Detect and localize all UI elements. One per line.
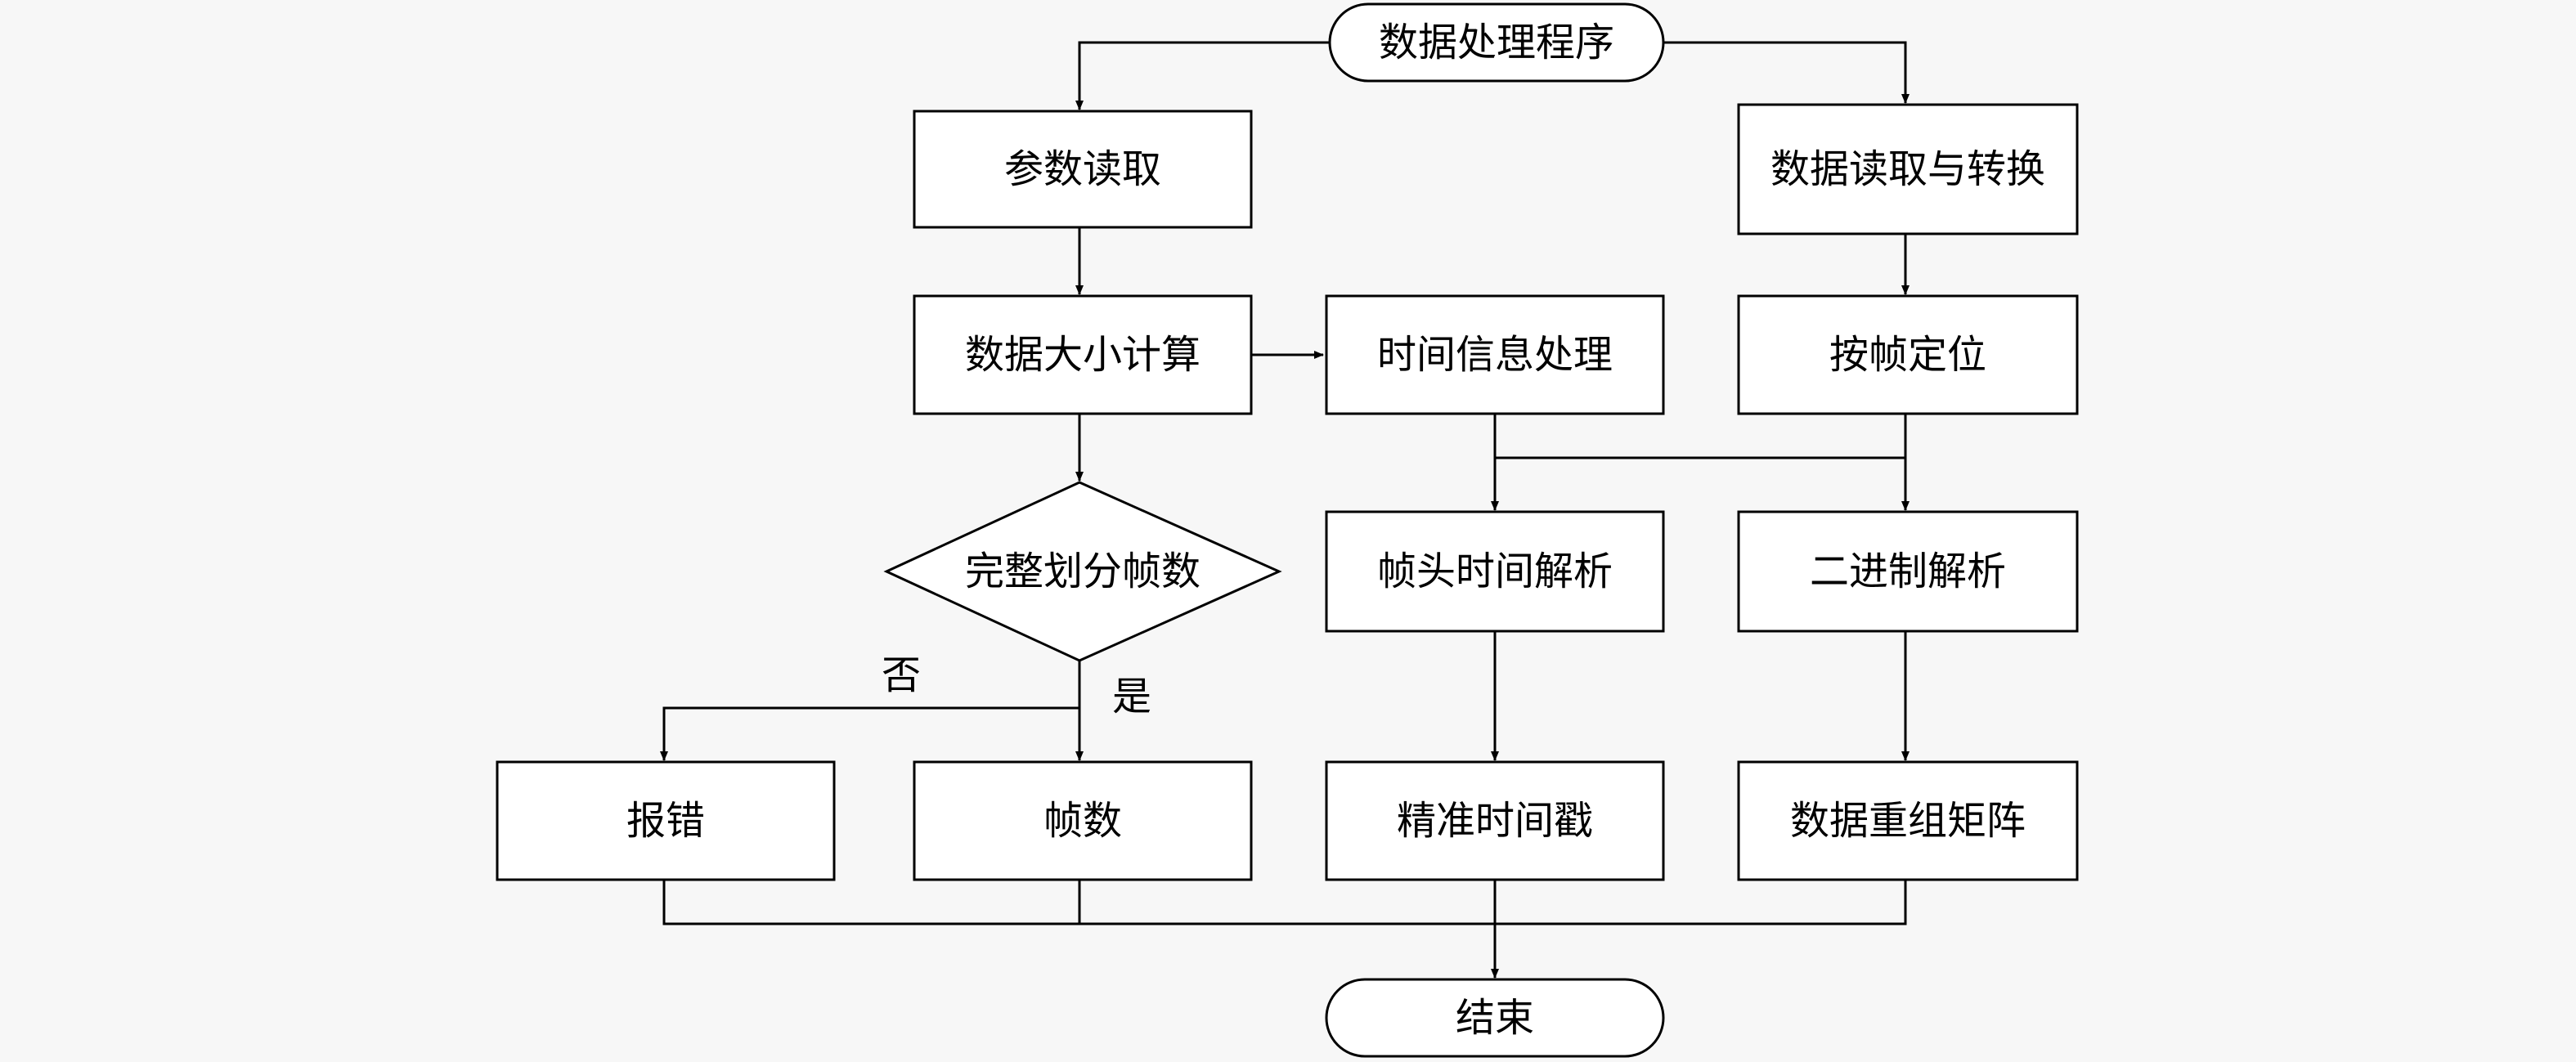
node-frame-count: 帧数: [913, 760, 1253, 881]
edge-bottom-merge-line: [662, 880, 1907, 925]
node-param-read-label: 参数读取: [1004, 146, 1161, 192]
node-divide-frames: 完整划分帧数: [883, 481, 1282, 662]
node-precise-timestamp: 精准时间戳: [1325, 760, 1665, 881]
edges: 否 是: [660, 41, 1910, 979]
node-start-label: 数据处理程序: [1379, 20, 1614, 65]
edge-label-no: 否: [882, 652, 921, 698]
node-error: 报错: [496, 760, 836, 881]
node-reshape-matrix: 数据重组矩阵: [1737, 760, 2079, 881]
node-frame-locate-label: 按帧定位: [1829, 332, 1986, 378]
node-error-label: 报错: [626, 798, 705, 844]
edge-label-yes: 是: [1112, 674, 1151, 719]
node-binary-parse-label: 二进制解析: [1810, 549, 2006, 594]
edge-divide-frames-to-error: [660, 706, 1079, 761]
node-data-read-convert: 数据读取与转换: [1737, 103, 2079, 235]
node-time-info-label: 时间信息处理: [1377, 332, 1613, 378]
node-data-read-convert-label: 数据读取与转换: [1770, 146, 2045, 192]
node-precise-timestamp-label: 精准时间戳: [1397, 798, 1593, 844]
node-param-read: 参数读取: [913, 110, 1253, 229]
node-time-info: 时间信息处理: [1325, 294, 1665, 415]
node-frame-locate: 按帧定位: [1737, 294, 2079, 415]
node-frame-count-label: 帧数: [1043, 798, 1122, 844]
node-reshape-matrix-label: 数据重组矩阵: [1790, 798, 2026, 844]
node-frame-header-time-label: 帧头时间解析: [1377, 549, 1613, 594]
node-binary-parse: 二进制解析: [1737, 510, 2079, 633]
node-data-size-calc: 数据大小计算: [913, 294, 1253, 415]
edge-start-to-data-read-convert: [1663, 41, 1910, 104]
node-start: 数据处理程序: [1328, 2, 1665, 83]
node-end-label: 结束: [1456, 995, 1534, 1041]
node-end: 结束: [1325, 978, 1665, 1058]
node-frame-header-time: 帧头时间解析: [1325, 510, 1665, 633]
nodes: 数据处理程序 参数读取 数据大小计算 完整划分帧数 报错 帧数: [496, 2, 2079, 1058]
node-data-size-calc-label: 数据大小计算: [965, 332, 1200, 378]
node-divide-frames-label: 完整划分帧数: [965, 549, 1200, 594]
edge-start-to-param-read: [1075, 41, 1330, 110]
